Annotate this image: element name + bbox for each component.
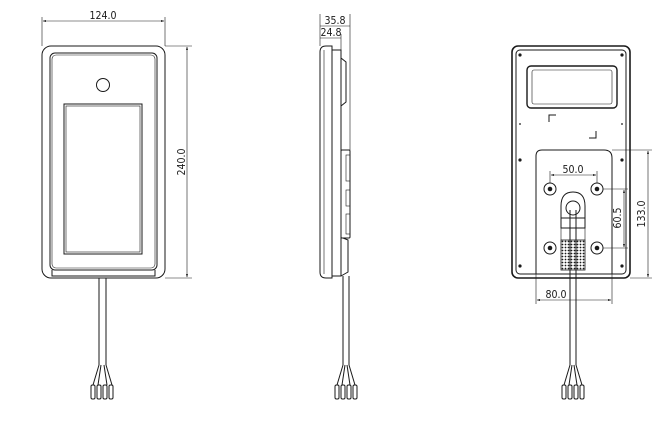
back-cable: [561, 210, 585, 400]
front-width-dimension: 124.0: [41, 10, 166, 46]
back-cable-hole: [565, 200, 581, 216]
back-corner-mark-left: [548, 114, 556, 122]
side-cable: [334, 276, 358, 400]
side-front-shell: [319, 45, 333, 279]
side-depth-dimension: 35.8 24.8: [319, 14, 351, 150]
front-height-label: 240.0: [176, 148, 188, 175]
back-frame-screws: [518, 53, 624, 268]
back-plate-width-label: 80.0: [545, 289, 566, 301]
side-bump-top: [340, 57, 347, 107]
front-width-label: 124.0: [89, 10, 116, 22]
front-base: [51, 270, 156, 277]
back-corner-mark-right: [589, 131, 597, 139]
front-outer-frame: [41, 45, 166, 279]
back-plate-width-dimension: 80.0: [535, 274, 613, 304]
back-mount-screws: [543, 182, 604, 255]
back-cable-gland: [560, 239, 586, 271]
back-view: 50.0 60.5 133.0 80.0: [511, 45, 652, 400]
front-bezel-inner: [51, 54, 156, 269]
side-depth-total-label: 35.8: [324, 15, 345, 27]
front-height-dimension: 240.0: [165, 45, 192, 279]
front-cable: [90, 278, 114, 400]
side-bracket: [340, 149, 351, 239]
front-screen-inner: [65, 105, 141, 253]
back-mount-plate: [535, 149, 613, 275]
side-depth-body-label: 24.8: [320, 27, 341, 39]
side-view: 35.8 24.8: [319, 14, 358, 400]
back-plate-height-label: 133.0: [636, 200, 648, 227]
side-bracket-lower: [340, 237, 349, 277]
front-screen: [63, 103, 143, 255]
back-spacing-h-label: 50.0: [562, 164, 583, 176]
front-bezel: [49, 52, 158, 271]
back-cable-slot: [560, 191, 586, 218]
back-plate-height-dimension: 133.0: [612, 149, 652, 279]
front-view: 124.0 240.0: [41, 10, 192, 400]
back-window: [526, 65, 618, 109]
back-spacing-v-label: 60.5: [612, 207, 624, 228]
side-body: [332, 49, 342, 277]
camera-icon: [96, 78, 110, 92]
back-outer-frame: [511, 45, 631, 279]
back-spacing-v-dimension: 60.5: [603, 188, 628, 249]
back-spacing-h-dimension: 50.0: [549, 164, 598, 183]
